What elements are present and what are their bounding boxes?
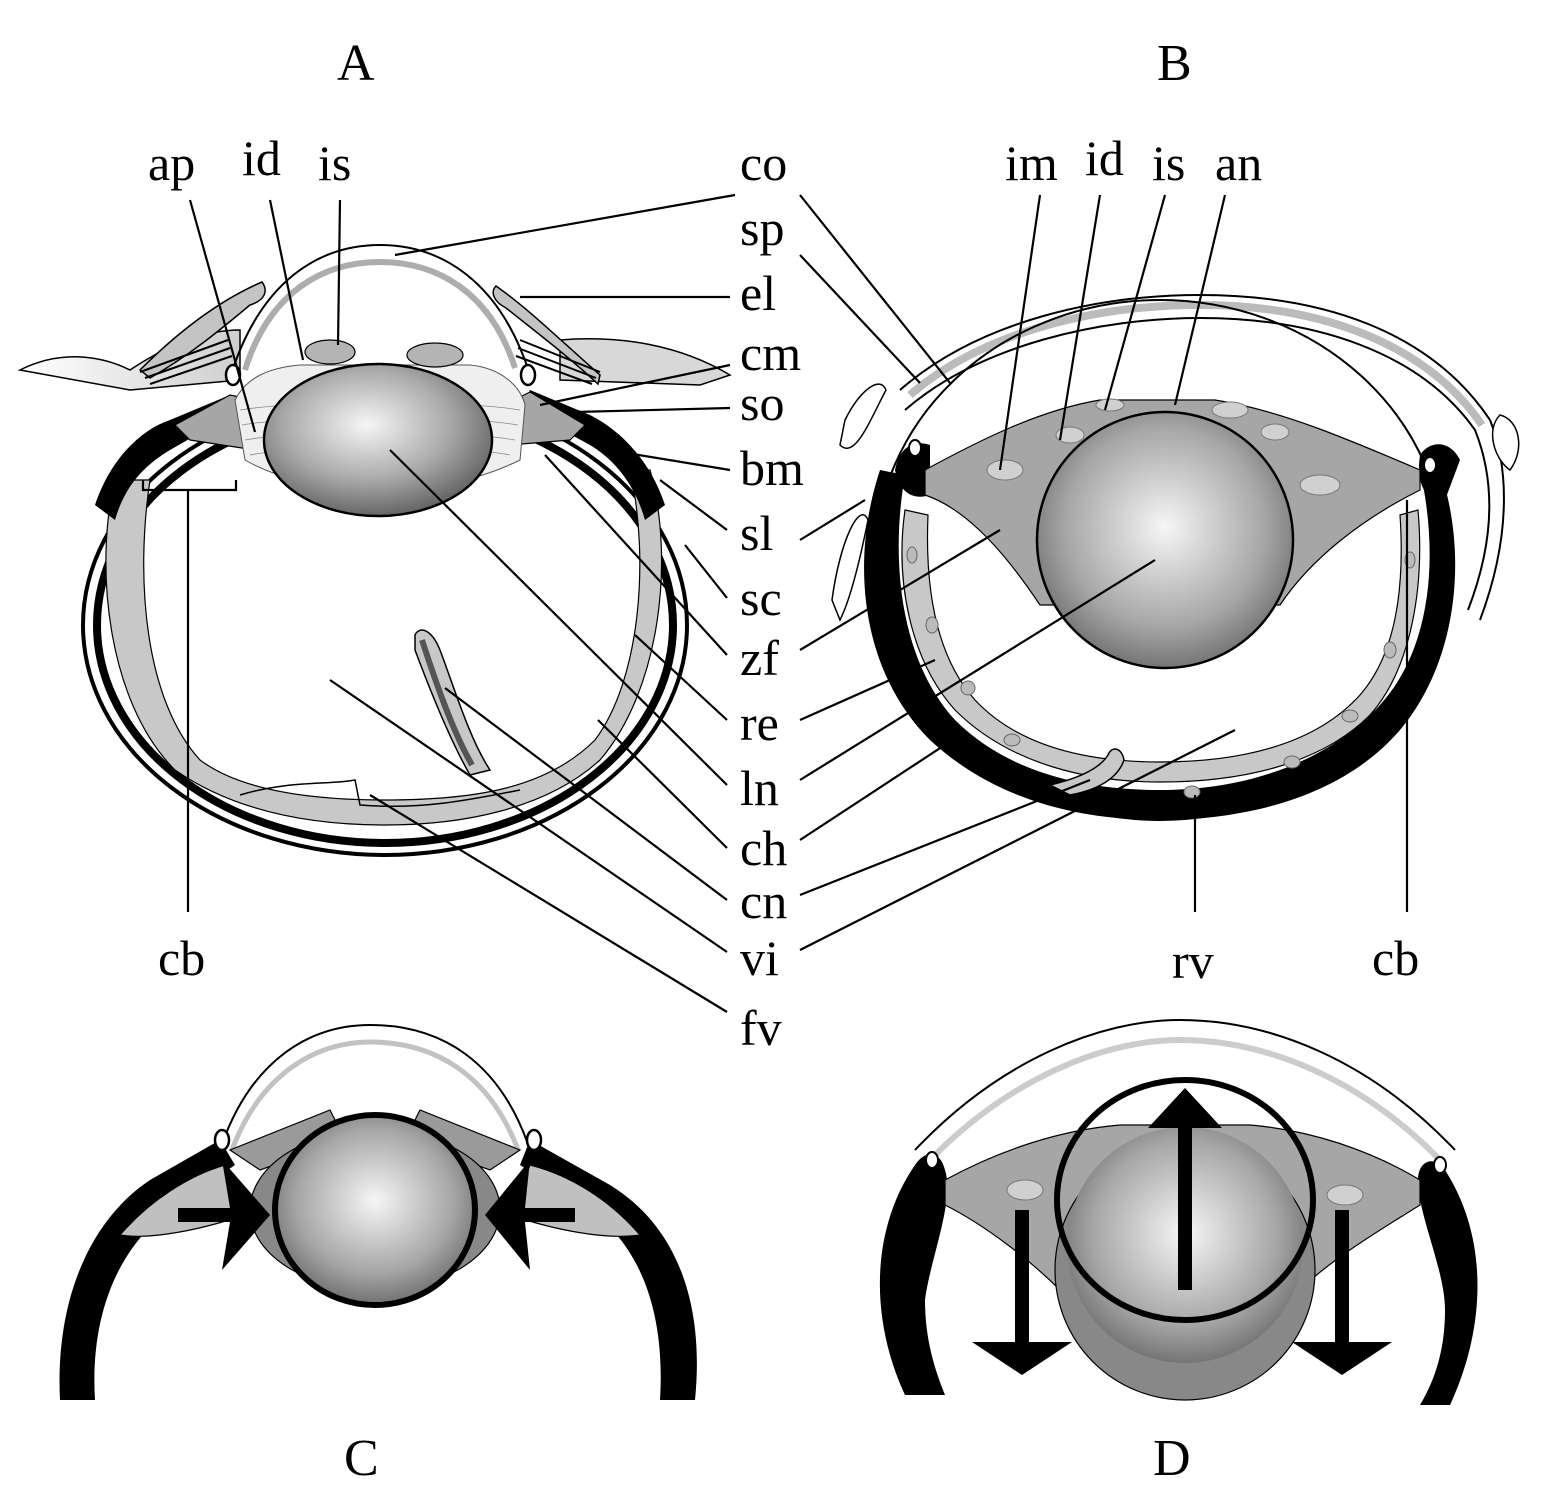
label-sl: sl (740, 505, 773, 561)
panel-a-ring-right (519, 363, 537, 387)
label-is-a: is (318, 135, 351, 191)
panel-d-arrow-up (1148, 1088, 1222, 1290)
panel-a-retina (105, 469, 663, 826)
label-sp: sp (740, 200, 784, 256)
panel-d-oval-right (1326, 1184, 1364, 1206)
panel-c-wall-right (520, 1140, 697, 1400)
panel-b-retina-vessels (906, 546, 1416, 799)
panel-b-spectacle-inner (904, 316, 1491, 611)
panel-c-ring-left (213, 1128, 231, 1152)
label-el: el (740, 265, 776, 321)
panel-c-lens-outline (272, 1112, 478, 1308)
panel-c-lens (275, 1118, 475, 1302)
panel-c-arrow-right (485, 1160, 575, 1270)
panel-d-lens-outline (1054, 1077, 1316, 1323)
label-an: an (1215, 135, 1262, 191)
panel-b-scale-right (1491, 414, 1520, 472)
panel-letter-d: D (1153, 1430, 1191, 1487)
label-ap: ap (148, 135, 195, 191)
panel-d-wall-right (1418, 1161, 1478, 1405)
panel-letter-a: A (337, 35, 375, 92)
label-rv: rv (1172, 933, 1214, 989)
panel-d-ring-left (925, 1151, 939, 1169)
label-cm: cm (740, 325, 801, 381)
panel-b-iris-ovals (986, 398, 1341, 496)
panel-a-eye (17, 243, 732, 857)
label-vi: vi (740, 930, 779, 986)
panel-a-muscle-left (304, 339, 356, 365)
panel-c-eye (59, 1023, 697, 1400)
label-cn: cn (740, 873, 787, 929)
panel-letter-b: B (1157, 35, 1192, 92)
panel-b-ring-right (1423, 456, 1437, 474)
panel-d-arrow-down-left (972, 1210, 1072, 1375)
panel-a-cornea (229, 243, 531, 379)
panel-b-eye (831, 293, 1520, 821)
panel-d-cornea-inner (927, 1036, 1443, 1163)
panel-c-wall-left (59, 1140, 235, 1400)
panel-d-cornea (914, 1018, 1456, 1151)
label-im: im (1005, 135, 1058, 191)
panel-d-wall-left (879, 1154, 948, 1395)
panel-c-cornea-inner (229, 1039, 521, 1151)
label-co: co (740, 135, 787, 191)
panel-b-ciliary-left (895, 443, 930, 497)
panel-d-oval-left (1006, 1179, 1044, 1201)
panel-a-lid-stripes (139, 339, 601, 385)
label-cb-b: cb (1372, 930, 1419, 986)
label-cb-a: cb (158, 930, 205, 986)
panel-b-scale-left-2 (831, 514, 869, 622)
panel-c-arrow-left (178, 1160, 270, 1270)
panel-b-retina (901, 509, 1421, 783)
panel-b-conus (1047, 748, 1125, 796)
panel-b-ring-left (908, 439, 922, 457)
label-zf: zf (740, 630, 779, 686)
label-id-a: id (242, 130, 281, 186)
panel-b-spectacle-band (907, 300, 1486, 428)
panel-a-cb-bracket (141, 480, 238, 492)
panel-letter-c: C (344, 1430, 379, 1487)
panel-d-arrow-down-right (1292, 1210, 1392, 1375)
label-bm: bm (740, 440, 804, 496)
panel-b-scale-left (839, 383, 887, 449)
label-so: so (740, 375, 784, 431)
label-sc: sc (740, 570, 782, 626)
panel-a-fundus-floor (239, 779, 521, 808)
panel-b-lens (1035, 410, 1295, 670)
panel-letters: A B C D (337, 35, 1192, 1487)
label-re: re (740, 695, 779, 751)
label-ln: ln (740, 760, 779, 816)
structure-labels: ap id is co sp el cm so bm sl sc zf re l… (148, 130, 1419, 1056)
panel-a-eyelid-left (138, 281, 266, 379)
panel-b-spectacle-outer (899, 293, 1505, 621)
label-id-b: id (1085, 130, 1124, 186)
label-fv: fv (740, 1000, 782, 1056)
panel-a-cornea-inner (242, 258, 518, 371)
label-is-b: is (1152, 135, 1185, 191)
panel-d-eye (879, 1018, 1478, 1405)
leader-lines (186, 193, 1409, 1013)
panel-a-eyelid-right (492, 285, 601, 386)
panel-a-lens (262, 362, 494, 518)
panel-a-muscle-right (406, 342, 464, 368)
label-ch: ch (740, 820, 787, 876)
panel-c-ring-right (525, 1128, 543, 1152)
panel-c-cornea (219, 1023, 531, 1151)
panel-a-conus-inner (419, 639, 475, 767)
panel-d-ring-right (1433, 1156, 1447, 1174)
